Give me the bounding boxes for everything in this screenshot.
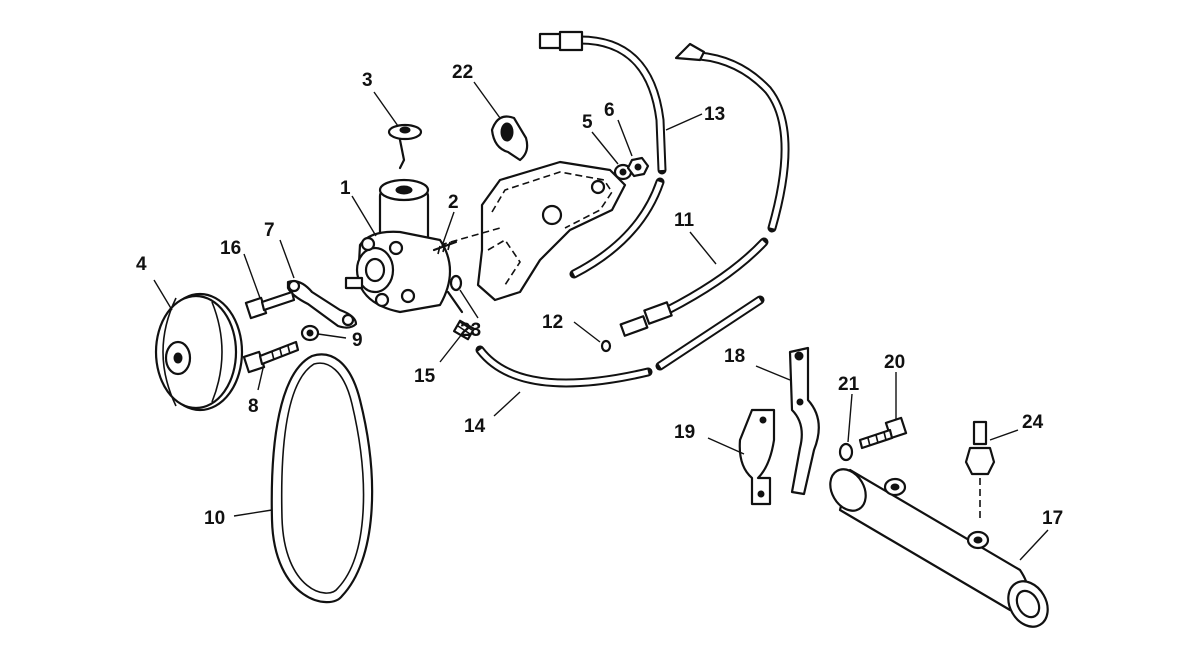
callout-10: 10 (204, 508, 225, 529)
callout-8: 8 (248, 396, 259, 417)
callout-20: 20 (884, 352, 905, 373)
callout-13: 13 (704, 104, 725, 125)
bolt-8 (242, 340, 300, 374)
suction-hose (475, 295, 765, 388)
callout-16: 16 (220, 238, 241, 259)
callout-leaders (153, 81, 1049, 561)
callout-17: 17 (1042, 508, 1063, 529)
callout-1: 1 (340, 178, 351, 199)
nut-6 (626, 156, 650, 178)
bolt-16 (244, 290, 296, 320)
cooler-bracket-19 (738, 408, 776, 506)
callout-4: 4 (136, 254, 147, 275)
callout-11: 11 (674, 210, 695, 231)
cooler-bracket-18 (788, 346, 820, 496)
callout-9: 9 (352, 330, 363, 351)
o-ring-12 (600, 339, 612, 353)
callout-19: 19 (674, 422, 695, 443)
callout-23: 23 (460, 320, 481, 341)
callout-22: 22 (452, 62, 473, 83)
callout-15: 15 (414, 366, 436, 387)
washer-21 (838, 442, 854, 462)
drive-belt (270, 353, 374, 604)
pump-mounting-bracket (476, 160, 627, 302)
washer-23 (449, 274, 463, 292)
callout-21: 21 (838, 374, 860, 395)
oil-cooler (829, 468, 1049, 628)
pulley (154, 292, 244, 412)
power-steering-pump (344, 178, 464, 314)
callout-12: 12 (542, 312, 563, 333)
hose-clamp (490, 115, 529, 162)
bolt-20 (858, 416, 908, 450)
return-hose (619, 42, 790, 337)
adjusting-link (286, 279, 358, 329)
callout-2: 2 (448, 192, 459, 213)
callout-5: 5 (582, 112, 593, 133)
callout-labels: 1 2 3 4 5 6 7 8 9 10 11 12 13 14 15 16 1… (136, 62, 1063, 529)
fitting-15 (452, 319, 476, 341)
callout-3: 3 (362, 70, 373, 91)
callout-24: 24 (1022, 412, 1044, 433)
reservoir-cap (387, 123, 423, 170)
washer-9 (300, 324, 320, 342)
callout-7: 7 (264, 220, 275, 241)
pressure-hose-upper (538, 30, 667, 279)
bleed-fitting (964, 420, 996, 520)
callout-18: 18 (724, 346, 745, 367)
mounting-stud (432, 240, 458, 255)
callout-6: 6 (604, 100, 615, 121)
callout-14: 14 (464, 416, 486, 437)
